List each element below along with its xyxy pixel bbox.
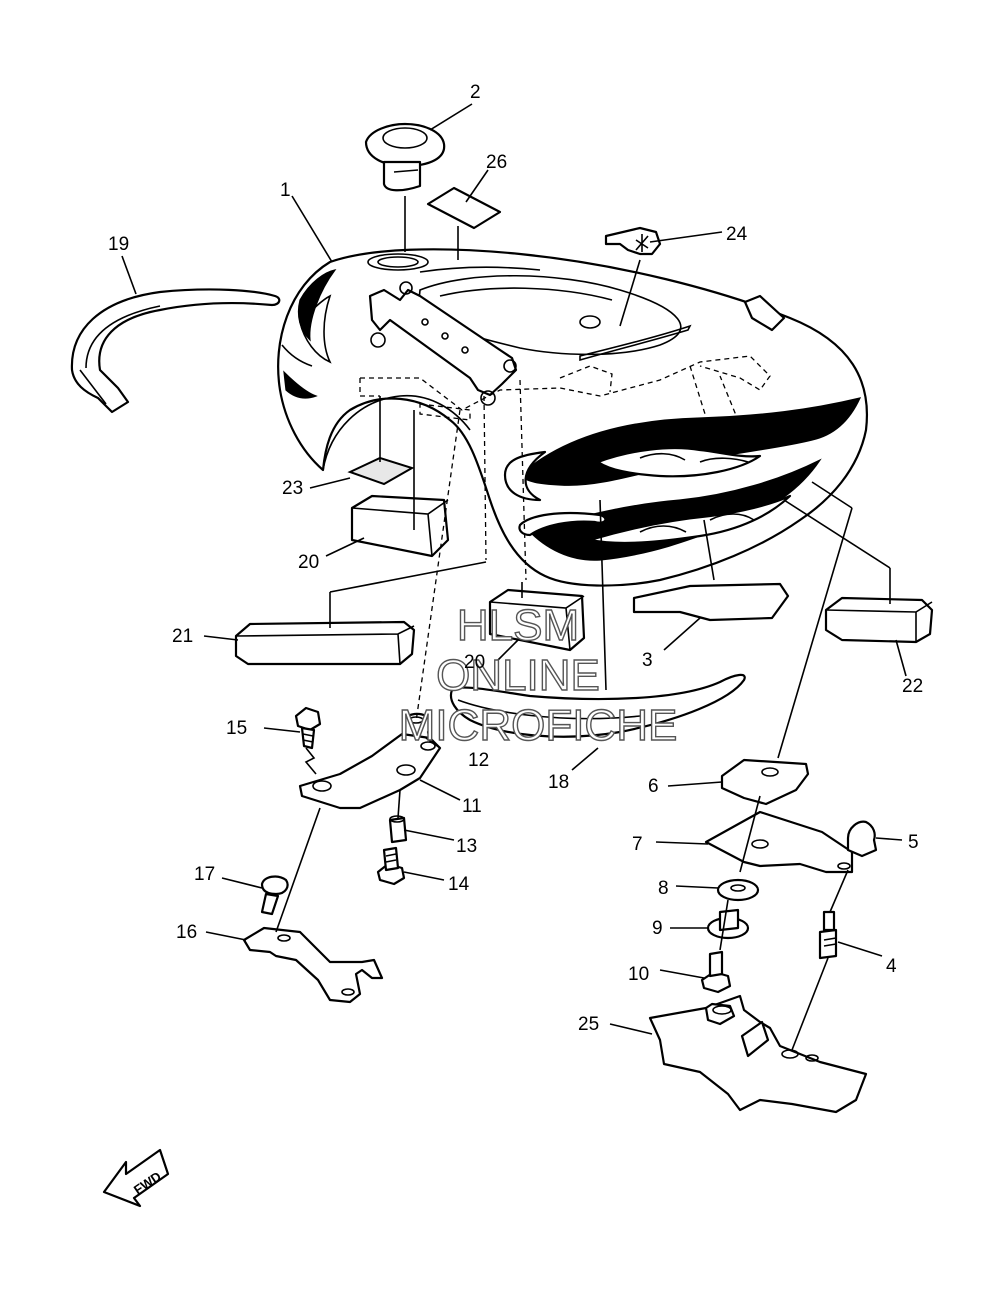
- callout-7: 7: [632, 834, 643, 855]
- callout-5: 5: [908, 832, 919, 853]
- callout-19: 19: [108, 234, 129, 255]
- assembly-dash-lines: [359, 355, 771, 723]
- part-23-pad: [347, 456, 415, 486]
- watermark-line-2: ONLINE: [436, 651, 600, 700]
- part-13-collar: [388, 815, 408, 844]
- watermark-line-1: HLSM: [457, 601, 579, 650]
- callout-17: 17: [194, 864, 215, 885]
- callout-23: 23: [282, 478, 303, 499]
- callout-11: 11: [462, 796, 482, 817]
- part-15-bolt: [294, 706, 322, 750]
- callout-10: 10: [628, 964, 649, 985]
- callout-24: 24: [726, 224, 748, 245]
- part-20-damper-lower: [488, 588, 586, 652]
- part-20-damper-upper: [350, 494, 450, 558]
- callout-12: 12: [468, 750, 489, 771]
- callout-16: 16: [176, 922, 197, 943]
- watermark-line-3: MICROFICHE: [399, 701, 678, 750]
- callout-14: 14: [448, 874, 470, 895]
- part-14-bolt: [376, 846, 406, 886]
- callout-20-lower: 20: [464, 652, 485, 673]
- fwd-arrow-icon: FWD: [102, 1148, 170, 1208]
- callout-3: 3: [642, 650, 653, 671]
- part-6-damper: [720, 758, 810, 806]
- part-5-cap-nut: [846, 820, 878, 858]
- assembly-solid-lines: [275, 196, 891, 1051]
- part-8-washer: [716, 878, 760, 902]
- part-11-bracket: [298, 732, 442, 810]
- callout-8: 8: [658, 878, 669, 899]
- part-18-trim-strip: [449, 673, 746, 738]
- callout-18: 18: [548, 772, 569, 793]
- part-10-bolt: [700, 950, 732, 994]
- callout-25: 25: [578, 1014, 599, 1035]
- callout-leaders: [121, 103, 907, 1035]
- part-17-screw: [260, 875, 289, 916]
- part-24-emblem: [604, 226, 662, 256]
- watermark: HLSM ONLINE MICROFICHE: [398, 600, 678, 750]
- part-9-collar: [706, 908, 750, 940]
- callout-15: 15: [226, 718, 247, 739]
- callout-6: 6: [648, 776, 659, 797]
- callout-20-upper: 20: [298, 552, 319, 573]
- callout-labels: 1 2 3 4 5 6 7 8 9 10 11 12 13 14 15 16 1…: [108, 82, 923, 1035]
- part-7-plate: [704, 810, 854, 874]
- part-22-pad: [824, 596, 934, 644]
- part-19-trim-strip: [70, 288, 281, 414]
- part-21-long-pad: [234, 620, 416, 666]
- callout-21: 21: [172, 626, 193, 647]
- part-3-side-panel: [632, 582, 790, 622]
- part-26-decal: [426, 186, 502, 230]
- callout-26: 26: [486, 152, 507, 173]
- callout-22: 22: [902, 676, 923, 697]
- part-16-stay-bracket: [242, 926, 384, 1004]
- part-2-fuel-cap: [364, 122, 446, 192]
- callout-4: 4: [886, 956, 897, 977]
- part-4-stud-bolt: [818, 910, 838, 960]
- callout-13: 13: [456, 836, 477, 857]
- callout-1: 1: [280, 180, 291, 201]
- part-25-lower-cover: [648, 994, 868, 1114]
- callout-9: 9: [652, 918, 663, 939]
- callout-2: 2: [470, 82, 481, 103]
- tank-top-bracket: [368, 281, 518, 406]
